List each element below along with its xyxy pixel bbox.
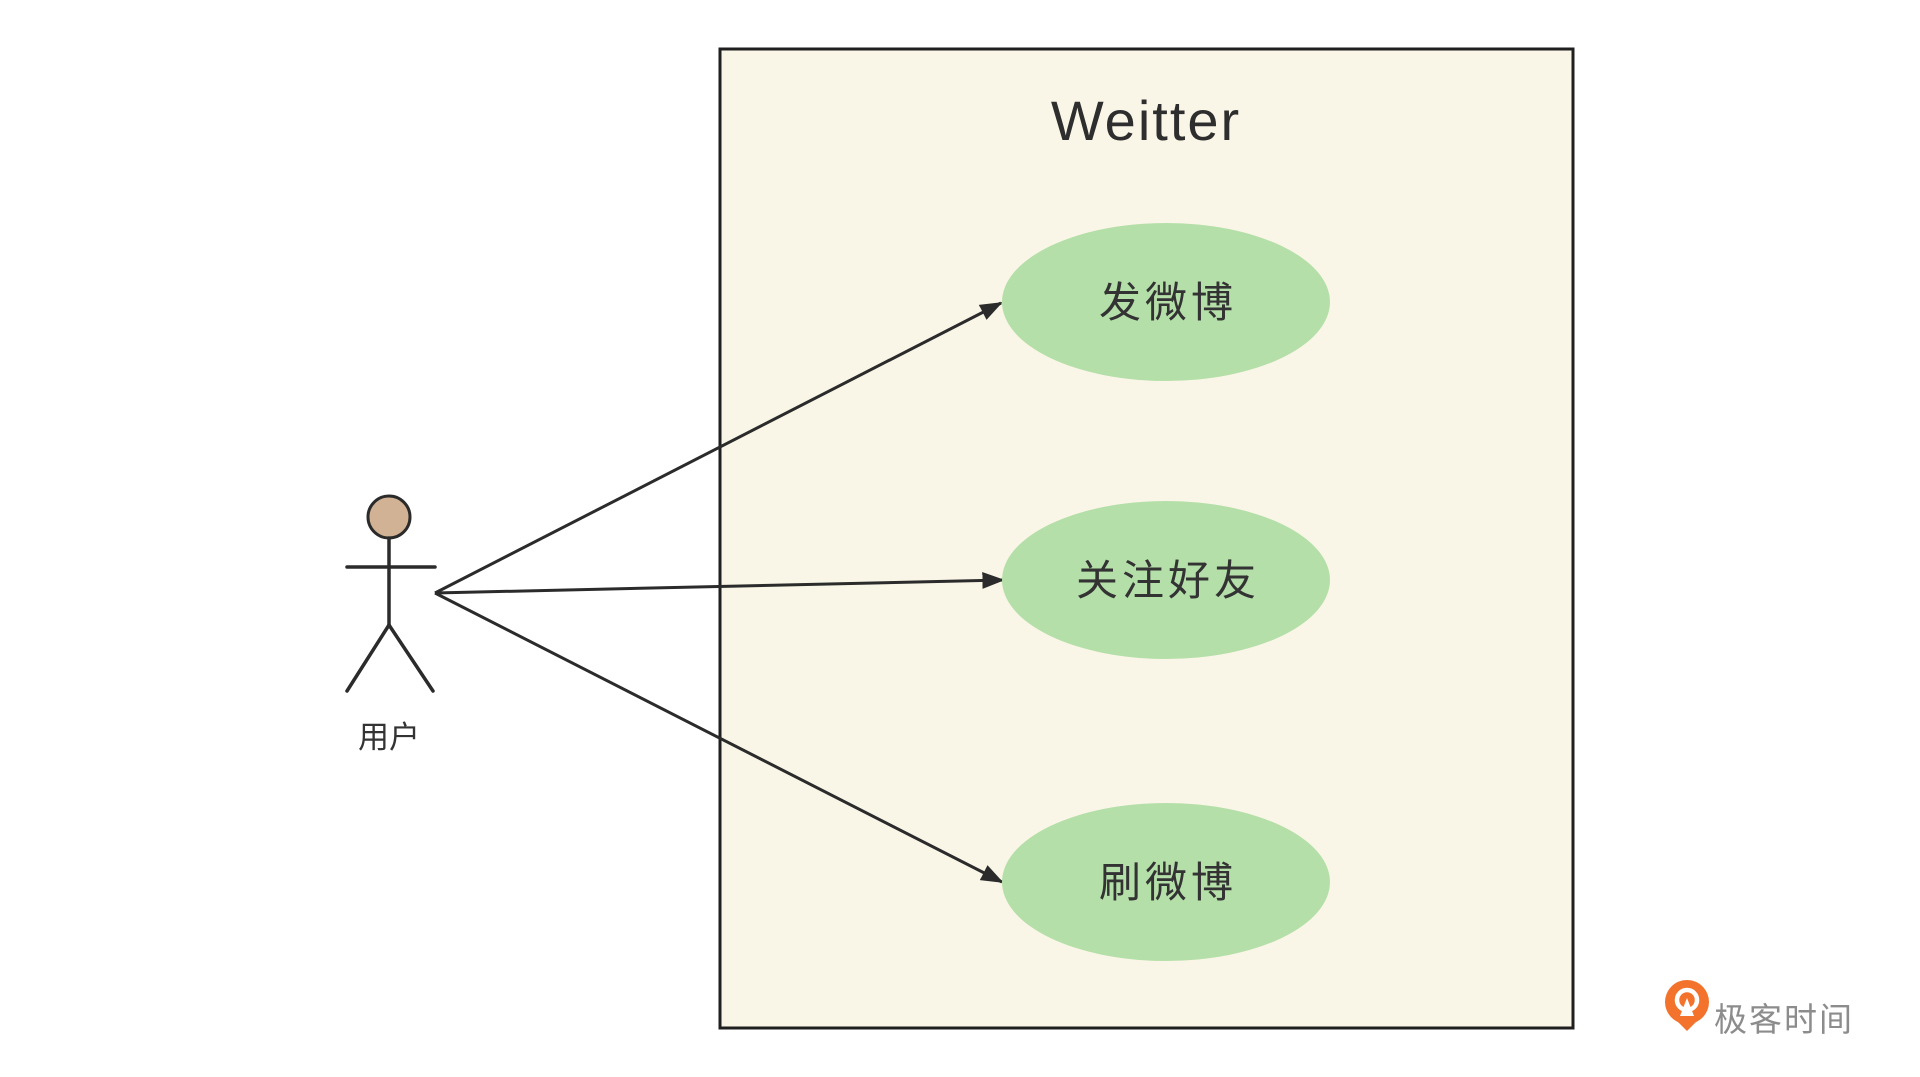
use-case-browse-weibo: 刷微博 (1002, 803, 1330, 961)
use-case-label: 刷微博 (1099, 859, 1237, 906)
association-arrow-post (434, 301, 1003, 595)
association-arrow-follow (434, 572, 1005, 595)
geektime-brand-text: 极客时间 (1714, 1001, 1854, 1038)
use-case-follow-friends: 关注好友 (1002, 501, 1330, 659)
use-case-post-weibo: 发微博 (1002, 223, 1330, 381)
use-case-label: 关注好友 (1076, 557, 1260, 604)
actor-label: 用户 (358, 720, 420, 755)
actor-user: 用户 (345, 494, 437, 755)
geektime-icon-pointer (1680, 998, 1694, 1016)
use-case-ellipse (1002, 803, 1330, 961)
system-title: Weitter (1051, 89, 1241, 152)
association-arrow-browse (434, 591, 1004, 884)
use-case-ellipse (1002, 501, 1330, 659)
associations (434, 301, 1005, 884)
actor-head (366, 494, 412, 540)
use-case-ellipse (1002, 223, 1330, 381)
actor-right-leg (387, 623, 435, 693)
geektime-logo: 极客时间 (1665, 980, 1854, 1038)
use-case-label: 发微博 (1099, 279, 1237, 326)
actor-left-leg (345, 623, 391, 693)
geektime-icon (1665, 980, 1709, 1031)
geektime-icon-tail (1674, 1018, 1700, 1031)
